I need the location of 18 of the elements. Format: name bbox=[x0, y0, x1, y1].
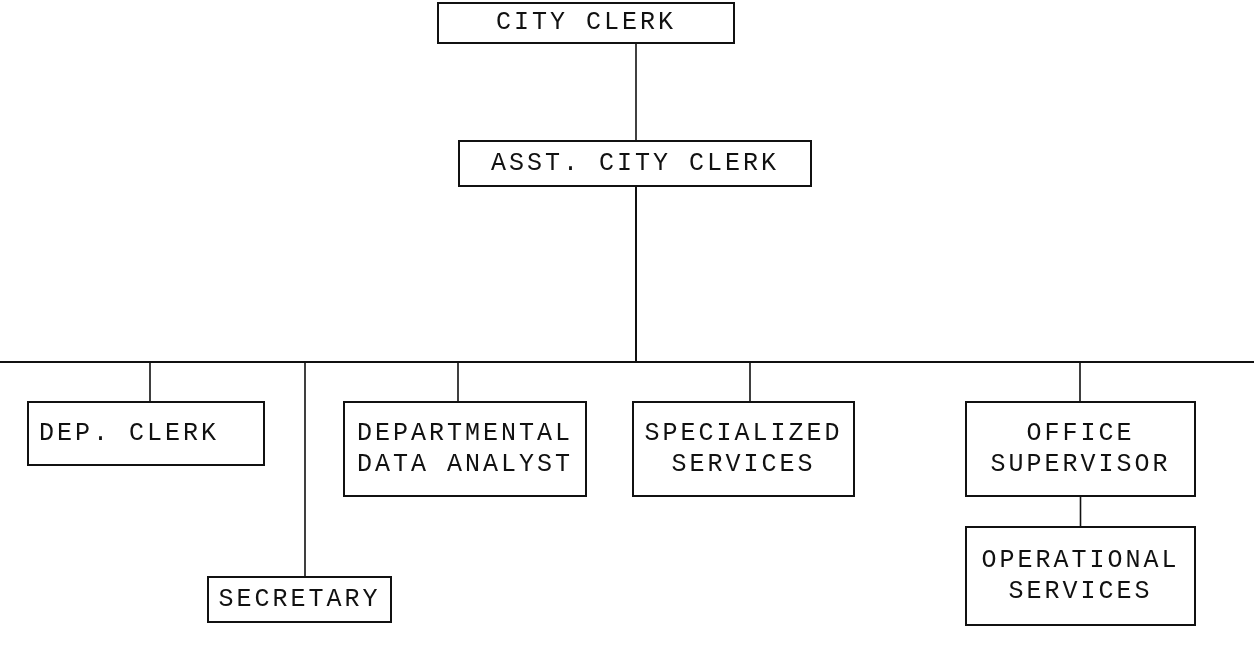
position-title: OPERATIONAL SERVICES bbox=[980, 544, 1181, 608]
position-box bbox=[458, 140, 812, 187]
position-box bbox=[965, 401, 1196, 497]
position-box bbox=[437, 2, 735, 44]
position-box bbox=[965, 526, 1196, 626]
position-box bbox=[207, 576, 392, 623]
position-title: CITY CLERK bbox=[496, 7, 676, 39]
position-box bbox=[632, 401, 855, 497]
connector-line bbox=[635, 43, 637, 141]
position-title: OFFICE SUPERVISOR bbox=[989, 417, 1172, 481]
position-box bbox=[27, 401, 265, 466]
position-title: ASST. CITY CLERK bbox=[490, 147, 779, 180]
connector-line bbox=[1079, 496, 1082, 527]
position-title: DEPARTMENTAL DATA ANALYST bbox=[356, 417, 574, 481]
position-box bbox=[343, 401, 587, 497]
position-title: DEP. CLERK bbox=[39, 417, 220, 450]
position-title: SECRETARY bbox=[218, 583, 381, 616]
position-title: SPECIALIZED SERVICES bbox=[644, 417, 843, 481]
